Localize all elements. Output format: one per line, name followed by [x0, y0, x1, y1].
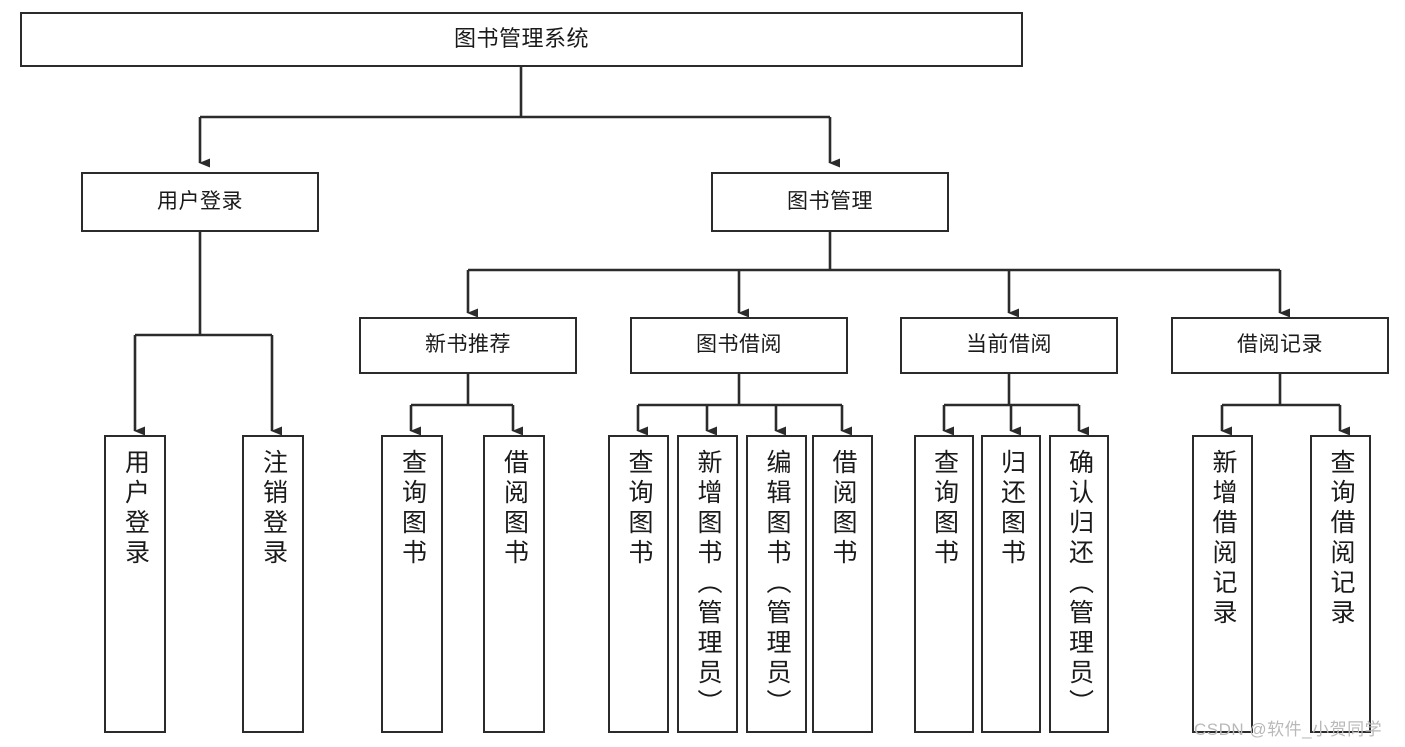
leaf-add-book-admin[interactable]: 新增图书（管理员）: [677, 435, 738, 733]
leaf-logout[interactable]: 注销登录: [242, 435, 304, 733]
leaf-query-book-current[interactable]: 查询图书: [914, 435, 974, 733]
leaf-return-book[interactable]: 归还图书: [981, 435, 1041, 733]
node-label: 新增图书（管理员）: [694, 449, 722, 719]
leaf-confirm-return-admin[interactable]: 确认归还（管理员）: [1049, 435, 1109, 733]
node-label: 查询图书: [625, 449, 653, 569]
node-label: 借阅图书: [500, 449, 529, 569]
leaf-query-book-borrow[interactable]: 查询图书: [608, 435, 669, 733]
node-borrowing-record[interactable]: 借阅记录: [1171, 317, 1389, 374]
node-label: 图书借阅: [696, 333, 782, 357]
node-root-book-management-system[interactable]: 图书管理系统: [20, 12, 1023, 67]
leaf-edit-book-admin[interactable]: 编辑图书（管理员）: [746, 435, 807, 733]
node-label: 借阅图书: [829, 449, 857, 569]
node-label: 注销登录: [259, 449, 288, 569]
node-label: 归还图书: [997, 449, 1026, 569]
node-label: 查询图书: [398, 449, 427, 569]
node-label: 新书推荐: [425, 333, 511, 357]
node-current-borrowing[interactable]: 当前借阅: [900, 317, 1118, 374]
node-label: 编辑图书（管理员）: [763, 449, 791, 719]
leaf-add-borrow-record[interactable]: 新增借阅记录: [1192, 435, 1253, 733]
node-label: 借阅记录: [1237, 333, 1323, 357]
node-book-borrowing[interactable]: 图书借阅: [630, 317, 848, 374]
node-label: 新增借阅记录: [1209, 449, 1237, 629]
node-user-login[interactable]: 用户登录: [81, 172, 319, 232]
leaf-query-book-recommend[interactable]: 查询图书: [381, 435, 443, 733]
node-label: 图书管理系统: [453, 26, 589, 52]
leaf-borrow-book-recommend[interactable]: 借阅图书: [483, 435, 545, 733]
node-label: 查询借阅记录: [1327, 449, 1355, 629]
node-label: 查询图书: [930, 449, 959, 569]
node-new-book-recommendation[interactable]: 新书推荐: [359, 317, 577, 374]
leaf-borrow-book[interactable]: 借阅图书: [812, 435, 873, 733]
node-label: 当前借阅: [966, 333, 1052, 357]
csdn-watermark: CSDN @软件_小贺同学: [1194, 720, 1383, 739]
node-label: 用户登录: [121, 449, 150, 569]
node-book-management[interactable]: 图书管理: [711, 172, 949, 232]
leaf-query-borrow-record[interactable]: 查询借阅记录: [1310, 435, 1371, 733]
leaf-user-login[interactable]: 用户登录: [104, 435, 166, 733]
node-label: 图书管理: [787, 189, 873, 213]
node-label: 确认归还（管理员）: [1065, 449, 1094, 719]
node-label: 用户登录: [157, 189, 243, 213]
